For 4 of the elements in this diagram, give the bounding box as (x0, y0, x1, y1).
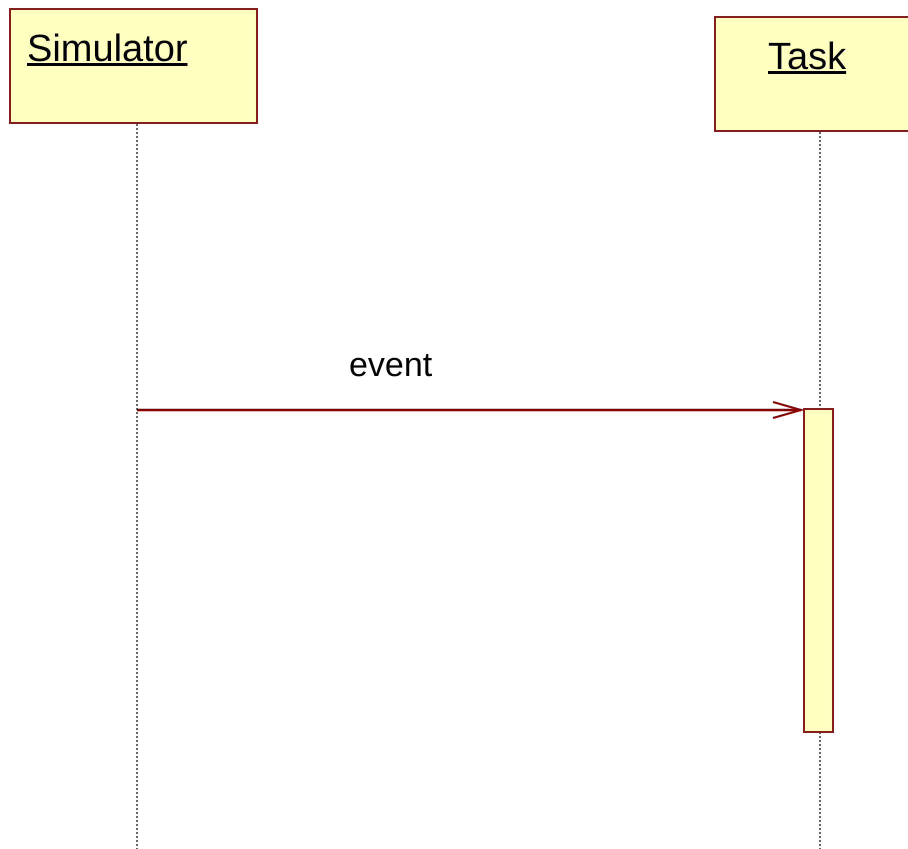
message-arrow (137, 401, 802, 419)
object-name: Simulator (27, 28, 188, 71)
activation-bar (803, 408, 834, 733)
object-name: Task (768, 36, 846, 79)
